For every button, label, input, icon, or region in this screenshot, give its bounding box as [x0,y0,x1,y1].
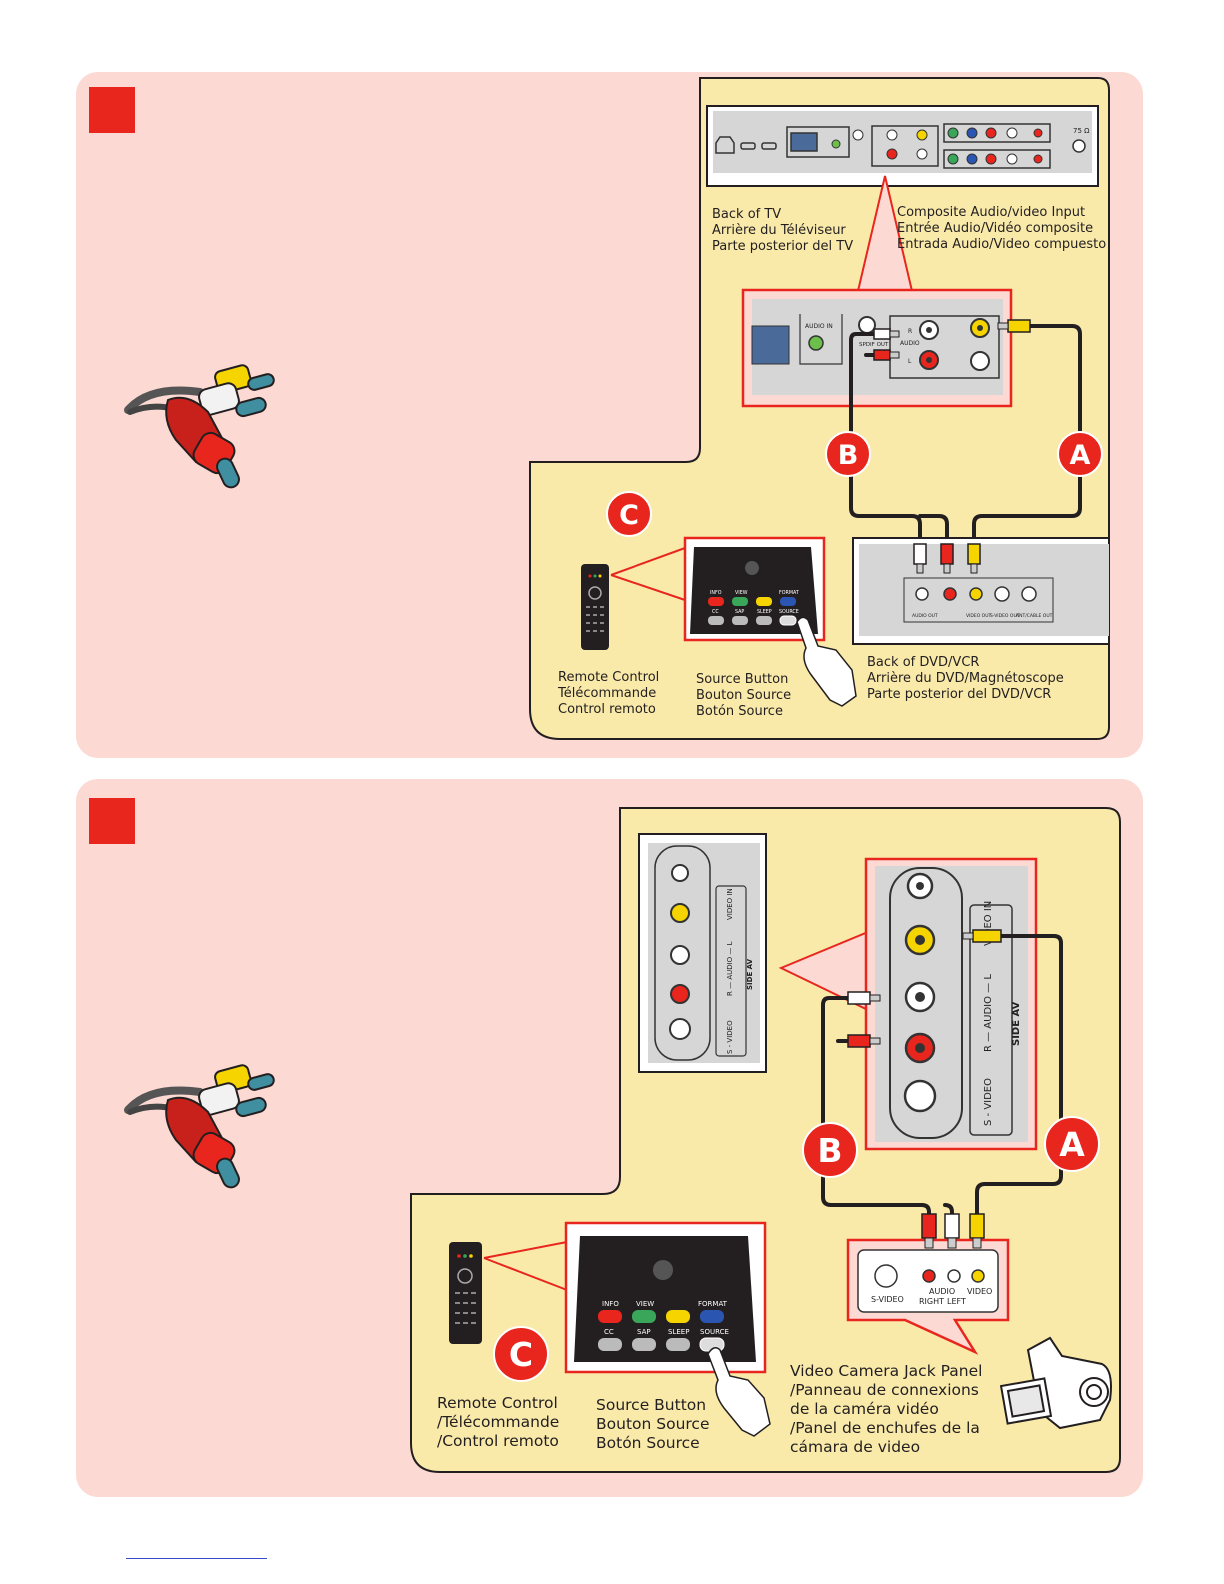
remote-control-small [449,1242,482,1344]
svg-text:SLEEP: SLEEP [757,609,772,615]
svg-text:CC: CC [712,609,719,615]
plug-red-tv [847,1034,881,1048]
plug-white-dvd [913,543,927,574]
plug-red-tv [873,349,900,361]
camera-jack-label: Video Camera Jack Panel/Panneau de conne… [790,1362,983,1456]
badge-a: A [1057,431,1103,477]
cables [849,324,1082,546]
svg-text:SLEEP: SLEEP [668,1328,689,1336]
svg-text:INFO: INFO [602,1300,619,1308]
cables [821,934,1063,1216]
svg-text:FORMAT: FORMAT [698,1300,728,1308]
plug-yellow-dvd [967,543,981,574]
badge-b: B [825,431,871,477]
svg-text:SIDE AV: SIDE AV [1011,1001,1022,1046]
svg-text:AUDIO: AUDIO [929,1287,955,1296]
pointing-hand-icon [796,616,857,707]
remote-control-label: Remote Control/Télécommande/Control remo… [437,1394,560,1450]
badge-c: C [493,1326,549,1382]
svg-text:S-VIDEO OUT: S-VIDEO OUT [990,613,1020,619]
step-marker-1 [89,87,135,133]
svg-text:C: C [509,1335,533,1374]
svg-text:S - VIDEO: S - VIDEO [726,1020,734,1054]
svg-text:VIEW: VIEW [735,590,748,596]
svg-text:AUDIO: AUDIO [900,340,920,347]
video-camera-icon [999,1336,1112,1430]
plug-red-dvd [940,543,954,574]
footer-rule [126,1558,267,1559]
svg-text:VIEW: VIEW [636,1300,654,1308]
rca-cable-icon [124,364,275,489]
svg-text:AUDIO OUT: AUDIO OUT [912,613,938,619]
svg-text:INFO: INFO [710,590,722,596]
plug-yellow-tv [997,319,1031,333]
plug-yellow-cam [969,1213,985,1249]
plug-white-tv [847,991,881,1005]
svg-text:B: B [817,1131,842,1170]
svg-text:S-VIDEO: S-VIDEO [871,1295,904,1304]
svg-text:SOURCE: SOURCE [779,609,799,615]
svg-text:C: C [619,500,639,531]
svg-text:SAP: SAP [735,609,744,615]
svg-text:R — AUDIO — L: R — AUDIO — L [726,941,734,996]
svg-text:SPDIF OUT: SPDIF OUT [859,342,889,348]
svg-text:L: L [908,358,912,365]
remote-source-button [779,615,797,626]
svg-text:VIDEO OUT: VIDEO OUT [966,613,992,619]
svg-text:RIGHT: RIGHT [919,1297,944,1306]
svg-text:R — AUDIO — L: R — AUDIO — L [983,974,994,1052]
badge-b: B [802,1122,858,1178]
svg-text:SAP: SAP [637,1328,651,1336]
svg-text:SIDE AV: SIDE AV [746,958,754,990]
svg-text:A: A [1070,440,1091,471]
svg-text:A: A [1059,1125,1085,1164]
svg-text:VIDEO: VIDEO [967,1287,992,1296]
plug-red-cam [921,1213,937,1249]
tv-connectors [715,123,1051,169]
plug-yellow-tv [962,929,1002,943]
svg-text:VIDEO IN: VIDEO IN [726,888,734,920]
remote-color-buttons [598,1310,724,1323]
svg-text:75 Ω: 75 Ω [1073,127,1090,135]
plug-white-tv [873,328,900,340]
svg-text:LEFT: LEFT [947,1297,966,1306]
svg-text:S - VIDEO: S - VIDEO [983,1078,994,1126]
pointing-hand-icon [707,1347,771,1437]
remote-control-small [581,564,609,650]
step-marker-2 [89,798,135,844]
rca-cable-icon [124,1064,275,1189]
svg-text:B: B [838,440,859,471]
svg-text:R: R [908,328,912,335]
plug-white-cam [944,1213,960,1249]
svg-text:SOURCE: SOURCE [700,1328,729,1336]
remote-color-buttons [708,597,796,606]
svg-text:CC: CC [604,1328,614,1336]
badge-c: C [606,491,652,537]
badge-a: A [1044,1116,1100,1172]
svg-text:VIDEO IN: VIDEO IN [983,901,994,946]
svg-text:FORMAT: FORMAT [779,590,799,596]
svg-text:ANT/CABLE OUT: ANT/CABLE OUT [1016,613,1053,619]
svg-text:AUDIO IN: AUDIO IN [805,323,833,330]
